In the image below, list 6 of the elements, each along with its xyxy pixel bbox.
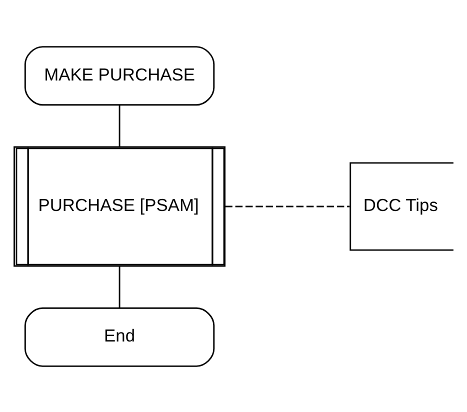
node-text: DCC Tips — [363, 194, 438, 214]
node-box: MAKE PURCHASE — [24, 46, 215, 106]
connector — [118, 266, 120, 308]
node-box: End — [24, 306, 215, 366]
connector — [118, 104, 120, 146]
connector — [225, 205, 350, 207]
